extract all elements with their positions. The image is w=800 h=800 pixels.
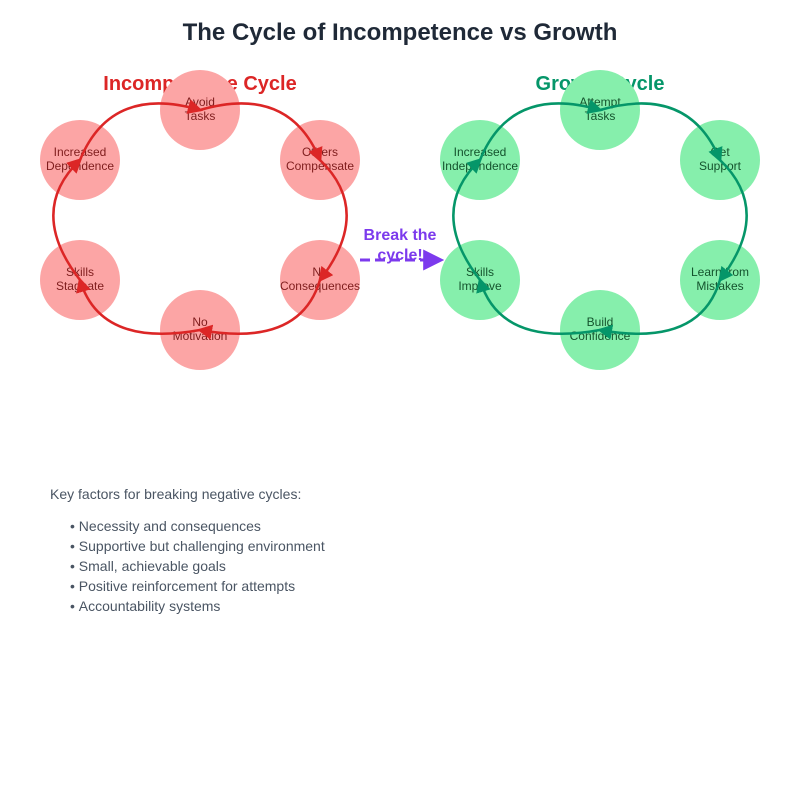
- key-factors-heading: Key factors for breaking negative cycles…: [50, 486, 302, 502]
- cycle-node-label-line: Learn from: [691, 265, 749, 279]
- cycle-node-label-line: Build: [587, 315, 614, 329]
- break-the-cycle-label: Break the cycle!: [364, 227, 437, 264]
- cycle-arrow: [597, 279, 722, 340]
- key-factor-item: Positive reinforcement for attempts: [70, 576, 650, 596]
- key-factor-item: Accountability systems: [70, 596, 650, 616]
- cycle-node-label-line: Tasks: [585, 109, 616, 123]
- cycle-arrow: [199, 102, 323, 163]
- cycle-arrow: [476, 277, 601, 335]
- cycle-node-label-line: Compensate: [286, 159, 354, 173]
- key-factor-item: Small, achievable goals: [70, 556, 650, 576]
- cycle-arrow: [318, 159, 348, 283]
- cycle-node-label-line: Tasks: [185, 109, 216, 123]
- cycle-node-label-line: Mistakes: [696, 279, 743, 293]
- key-factors-section: Key factors for breaking negative cycles…: [50, 486, 650, 616]
- cycle-arrow: [197, 279, 322, 340]
- cycle-arrow: [78, 99, 203, 161]
- cycle-arrow: [478, 99, 603, 161]
- cycle-arrow: [76, 277, 201, 335]
- break-the-cycle-connector: Break the cycle!: [360, 227, 445, 271]
- cycle-arrow: [599, 102, 723, 163]
- cycle-arrow: [718, 159, 748, 283]
- cycle-arrow: [52, 157, 83, 281]
- cycle-arrow: [452, 157, 483, 281]
- key-factor-item: Supportive but challenging environment: [70, 536, 650, 556]
- cycle-node-label-line: Consequences: [280, 279, 360, 293]
- break-the-cycle-label-line: Break the: [364, 227, 437, 244]
- key-factors-list: Necessity and consequences Supportive bu…: [50, 516, 650, 616]
- cycle-node-label-line: Increased: [454, 145, 507, 159]
- cycle-node-label-line: No: [192, 315, 208, 329]
- page-title: The Cycle of Incompetence vs Growth: [183, 19, 618, 46]
- key-factor-item: Necessity and consequences: [70, 516, 650, 536]
- cycle-node-label-line: Increased: [54, 145, 107, 159]
- break-the-cycle-label-line: cycle!: [377, 247, 422, 264]
